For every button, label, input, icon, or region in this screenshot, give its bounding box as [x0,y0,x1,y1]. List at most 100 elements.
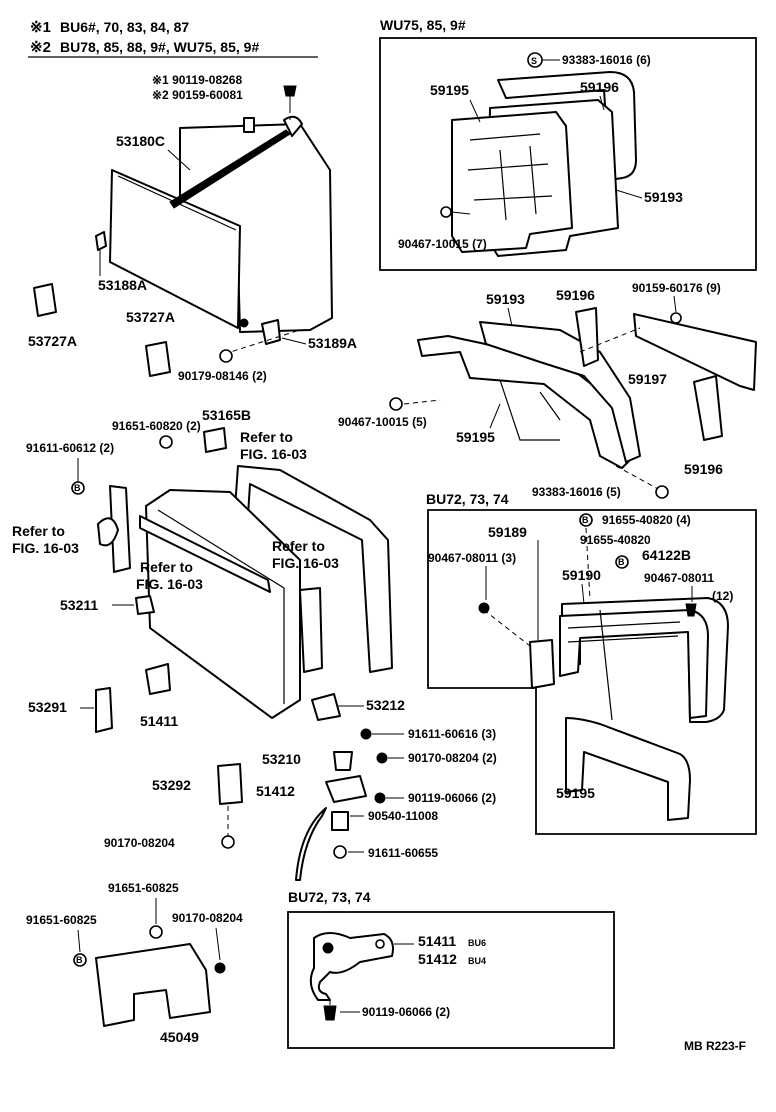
bu-bottom-panel: BU72, 73, 74 51411 BU6 51412 BU4 90119-0… [287,889,615,1049]
label-53180C: 53180C [116,133,165,149]
wu-panel-frame [379,37,757,271]
label-90159-60081: ※2 90159-60081 [152,88,243,102]
label-53189A: 53189A [308,335,357,351]
heater-unit-group: B 91651-60820 (2) 53165B 91611-60612 (2)… [12,407,496,741]
label-90540-11008: 90540-11008 [368,809,438,823]
bu-bottom-frame [287,911,615,1049]
wu-label-59193: 59193 [644,189,683,205]
label-90467-08011-b-qty: (12) [712,589,733,603]
note1-mark: ※1 [30,19,51,36]
label-59195-mid: 59195 [456,429,495,445]
bolt-91611-60655-icon [333,845,347,859]
label-93383-mid: 93383-16016 (5) [532,485,621,499]
bolt-91651-60825-b-icon [149,925,163,939]
label-90170-08204-c: 90170-08204 [172,911,243,925]
nut-90170-icon [376,752,388,764]
svg-text:B: B [582,515,589,525]
label-64122B: 64122B [642,547,691,563]
label-90159-60176: 90159-60176 (9) [632,281,721,295]
refer2-line2: FIG. 16-03 [12,540,79,556]
middle-right-group: 59193 59196 90159-60176 (9) 59197 90467-… [338,281,757,499]
cooler-bracket-left [95,231,107,251]
label-91651-60820: 91651-60820 (2) [112,419,201,433]
wu-panel: WU75, 85, 9# S 93383-16016 (6) 59195 591… [379,17,757,271]
bolt-91655-a-icon [579,513,593,527]
screw-90467-mid-icon [389,397,403,411]
spacer-90540 [331,811,349,831]
bolt-90119-icon [374,792,386,804]
label-53727A-mid: 53727A [126,309,175,325]
pad-53727A-mid [145,341,171,377]
label-90467-08011-a: 90467-08011 (3) [428,551,516,565]
note2-mark: ※2 [30,39,51,56]
bolt-91651-60820-icon [159,435,173,449]
cooler-clip [283,115,303,137]
wu-panel-59195 [451,111,573,253]
label-51412-bu: 51412 [418,951,457,967]
label-51412: 51412 [256,783,295,799]
label-53211: 53211 [60,597,98,613]
label-51412-sub: BU4 [468,956,486,966]
label-53727A-left: 53727A [28,333,77,349]
label-90119-08268: ※1 90119-08268 [152,73,242,87]
bracket-53189A [261,319,281,345]
cooler-unit-group: ※1 90119-08268 ※2 90159-60081 53180C 531… [28,73,357,383]
bolt-90119-bottom-icon [323,1005,337,1021]
label-51411-sub: BU6 [468,938,486,948]
svg-text:B: B [76,955,83,965]
bolt-90159-icon [670,312,682,324]
bolt-91611-60616-icon [360,728,372,740]
label-53292: 53292 [152,777,191,793]
label-90170-08204-b: 90170-08204 [104,836,175,850]
label-59196-lower: 59196 [684,461,723,477]
duct-59190 [559,609,709,719]
label-91651-60825-a: 91651-60825 [26,913,97,927]
label-90467-08011-b: 90467-08011 [644,571,714,585]
bracket-45049-group: B 91651-60825 91651-60825 90170-08204 45… [26,881,243,1045]
label-51411-bu: 51411 [418,933,456,949]
bu-right-frame [427,509,757,835]
bracket-53291 [95,687,113,733]
nut-90170-c-icon [214,962,226,974]
label-59190: 59190 [562,567,601,583]
label-59189: 59189 [488,524,527,540]
header-notes: ※1 BU6#, 70, 83, 84, 87 ※2 BU78, 85, 88,… [28,19,318,58]
refer2-line1: Refer to [12,523,65,539]
label-53165B: 53165B [202,407,251,423]
bracket-53211 [135,595,155,615]
label-59193-mid: 59193 [486,291,525,307]
cooler-front-panel [109,169,241,329]
label-53212: 53212 [366,697,405,713]
label-91611-60612: 91611-60612 (2) [26,441,114,455]
nut-90179-icon [219,349,233,363]
screw-90467-08011-icon [478,602,490,614]
grommet-53210 [333,751,353,771]
part-59196-upper [575,307,599,367]
wu-label-59196: 59196 [580,79,619,95]
label-90467-10015-mid: 90467-10015 (5) [338,415,427,429]
svg-text:S: S [531,56,537,66]
wu-panel-ribs [467,133,553,221]
bracket-51412 [325,775,367,803]
pad-53727A-left [33,283,57,317]
wu-label-90467: 90467-10015 (7) [398,237,487,251]
bracket-59197 [633,313,757,391]
refer3-line2: FIG. 16-03 [136,576,203,592]
bracket-left-heater [109,485,131,573]
note2-text: BU78, 85, 88, 9#, WU75, 85, 9# [60,39,259,55]
bu-bottom-title: BU72, 73, 74 [288,889,371,905]
grommet-93383-mid-icon [655,485,669,499]
label-91611-60655: 91611-60655 [368,846,438,860]
label-53291: 53291 [28,699,67,715]
pointer-arrow [295,807,327,881]
refer4-line2: FIG. 16-03 [272,555,339,571]
wu-label-59195: 59195 [430,82,469,98]
bracket-53292 [217,763,243,805]
bolt-91655-b-icon [615,555,629,569]
refer4-line1: Refer to [272,538,325,554]
svg-text:B: B [618,557,625,567]
label-53210: 53210 [262,751,301,767]
refer1-line2: FIG. 16-03 [240,446,307,462]
heater-side-plate [299,587,323,673]
label-53188A: 53188A [98,277,147,293]
